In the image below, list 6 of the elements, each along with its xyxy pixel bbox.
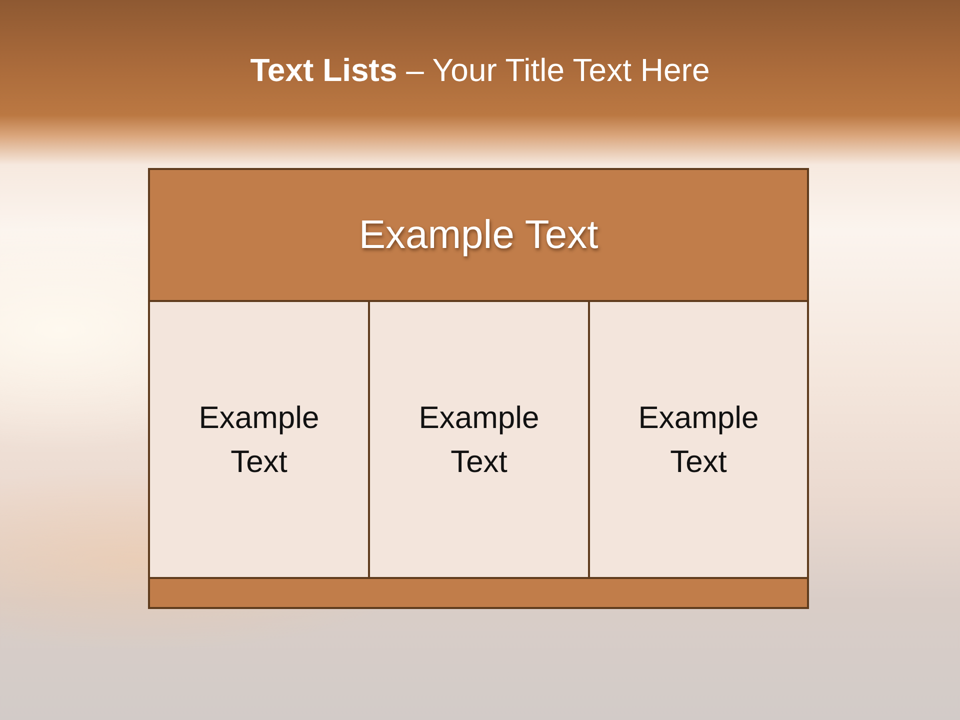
text-panel: Example Text	[148, 300, 370, 579]
text-panel: Example Text	[588, 300, 809, 579]
footer-bar	[148, 577, 809, 609]
header-box: Example Text	[148, 168, 809, 302]
slide-title: Text Lists – Your Title Text Here	[249, 52, 711, 89]
text-panel: Example Text	[368, 300, 590, 579]
